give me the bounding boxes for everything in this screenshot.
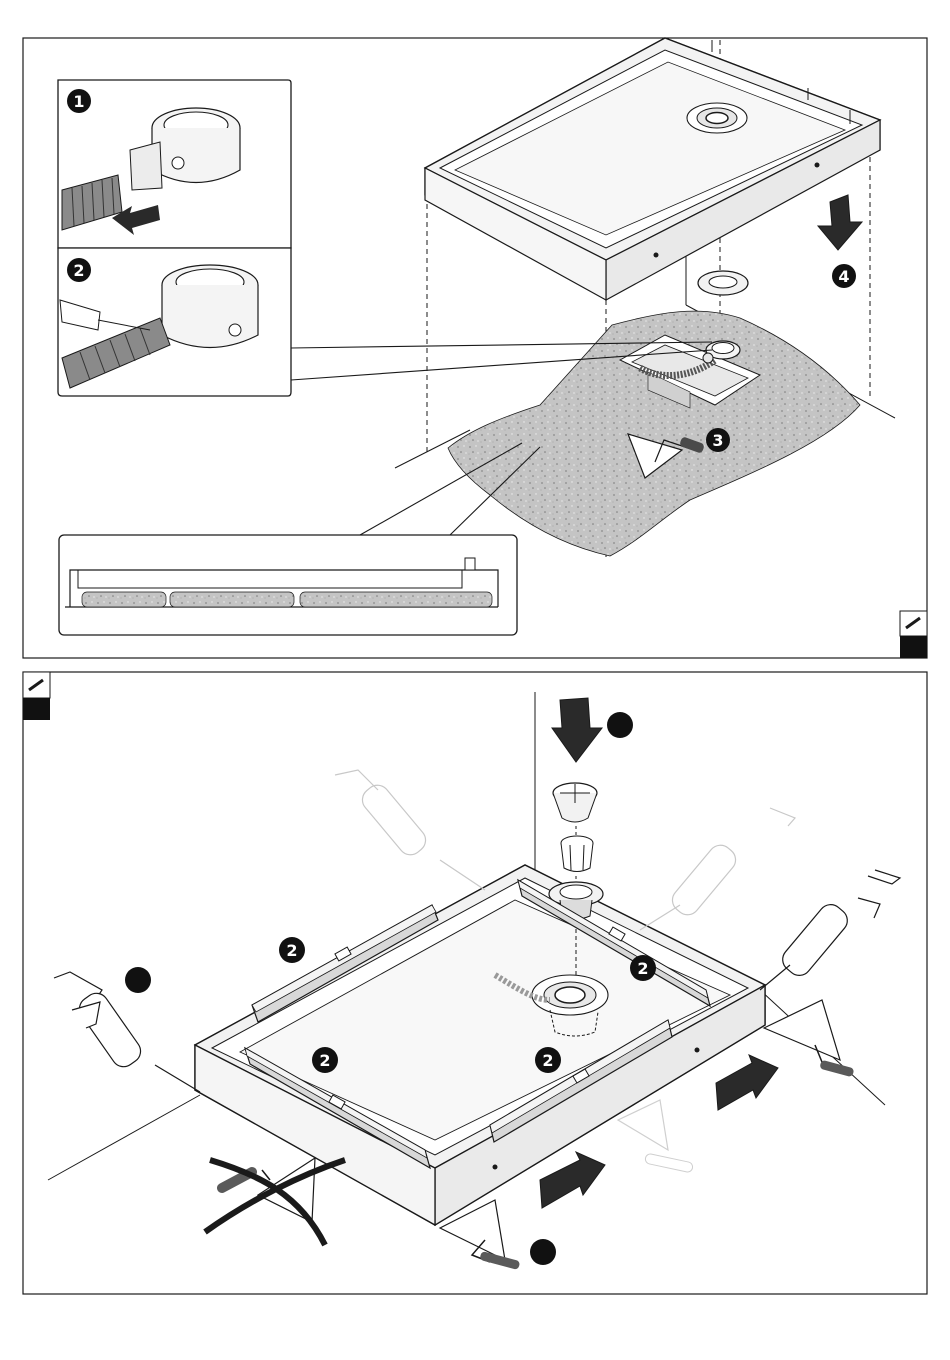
callout-2-bottom-right: 2 [535, 1047, 561, 1073]
step-2-label: 2 [73, 261, 84, 280]
callout-label: 2 [319, 1051, 330, 1070]
seal-ring [698, 271, 748, 295]
step-4-badge: 4 [832, 264, 856, 288]
drain-basket [561, 836, 593, 872]
callout-2-top-right: 2 [630, 955, 656, 981]
bottom-tab [23, 672, 50, 720]
callout-label: 2 [637, 959, 648, 978]
callout-label: 2 [286, 941, 297, 960]
top-panel: 4 3 1 [23, 38, 927, 658]
section-inset [59, 535, 517, 635]
step-3-badge: 3 [706, 428, 730, 452]
bottom-panel: 2 2 2 2 [23, 672, 927, 1294]
callout-2-top-left: 2 [279, 937, 305, 963]
blank-marker-bottom [530, 1239, 556, 1265]
top-tab [900, 611, 927, 658]
callout-2-bottom-left: 2 [312, 1047, 338, 1073]
step-4-label: 4 [838, 267, 849, 286]
blank-marker-top [607, 712, 633, 738]
blank-marker-left [125, 967, 151, 993]
step-3-label: 3 [712, 431, 723, 450]
inset-step-1: 1 [58, 80, 291, 248]
callout-label: 2 [542, 1051, 553, 1070]
inset-step-2: 2 [58, 248, 291, 396]
step-1-label: 1 [73, 92, 84, 111]
